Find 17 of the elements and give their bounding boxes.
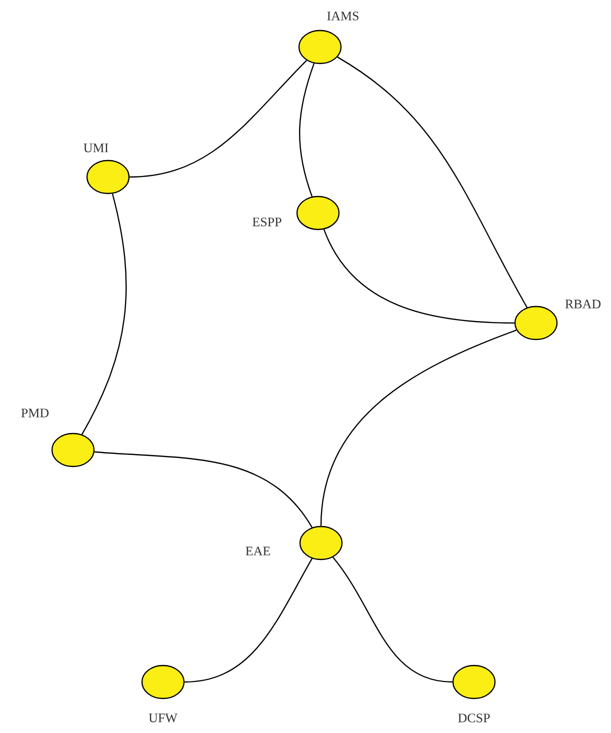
edge-curve [81, 194, 127, 435]
node-label: PMD [21, 408, 49, 418]
node-label: DCSP [458, 714, 490, 722]
node-label: RBAD [565, 300, 601, 308]
edge-curve [323, 229, 514, 324]
edge-curve [94, 451, 313, 528]
edge-curve [299, 63, 315, 197]
edge-curve [332, 556, 452, 683]
edge-curve [130, 60, 308, 178]
edge-curve [320, 330, 517, 526]
edge-curve [337, 56, 528, 308]
edge-curve [184, 558, 313, 683]
node-label: UFW [148, 714, 178, 722]
node-label: ESPP [252, 218, 282, 226]
node-label: UMI [84, 144, 108, 152]
node-label: EAE [246, 546, 270, 556]
node-label: IAMS [327, 12, 358, 20]
